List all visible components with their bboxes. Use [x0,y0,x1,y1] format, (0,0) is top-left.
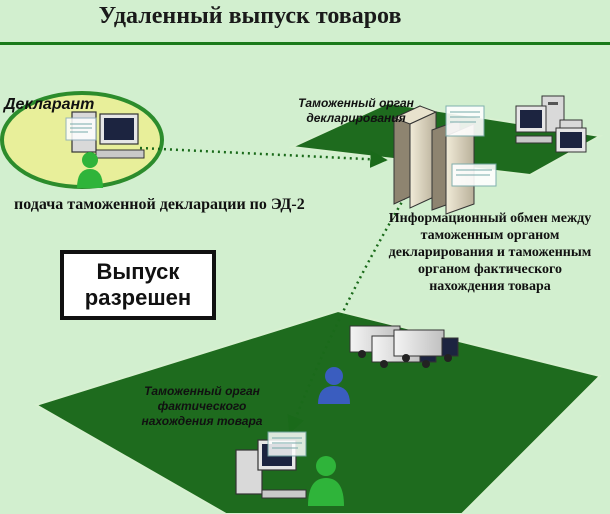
customs-actual-label-line1: Таможенный орган [144,384,260,398]
release-status-line1: Выпуск [96,259,180,284]
customs-actual-label-line2: фактического [157,399,247,413]
trucks-icon [349,325,459,368]
declaration-workstation-icon [515,95,587,153]
customs-actual-label-line3: нахождения товара [141,414,263,428]
declarant-label: Декларант [4,96,95,113]
customs-declaration-label: Таможенный орган декларирования [276,96,436,126]
release-status-line2: разрешен [84,285,192,310]
customs-actual-label: Таможенный орган фактического нахождения… [124,384,280,429]
declarant-person-icon [77,152,103,188]
actual-location-computer-icon [235,431,307,499]
info-exchange-label: Информационный обмен между таможенным ор… [372,210,608,295]
info-exchange-line2: таможенным органом [420,228,560,243]
info-exchange-line5: нахождения товара [429,279,551,294]
submission-arrow [139,146,388,168]
info-exchange-line4: органом фактического [417,262,563,277]
customs-declaration-label-line2: декларирования [306,111,406,125]
info-exchange-line3: декларирования и таможенным [388,245,592,260]
page-title: Удаленный выпуск товаров [98,3,402,29]
customs-officer-icon [318,367,350,404]
declarant-computer-icon [65,111,145,159]
submission-label: подача таможенной декларации по ЭД-2 [14,196,305,213]
customs-actual-platform [33,309,602,514]
title-divider [0,42,610,45]
release-status-box: Выпуск разрешен [60,250,216,320]
info-exchange-line1: Информационный обмен между [388,211,592,226]
customs-declaration-label-line1: Таможенный орган [298,96,414,110]
actual-location-person-icon [308,456,344,506]
declaration-server-icon [392,105,497,215]
